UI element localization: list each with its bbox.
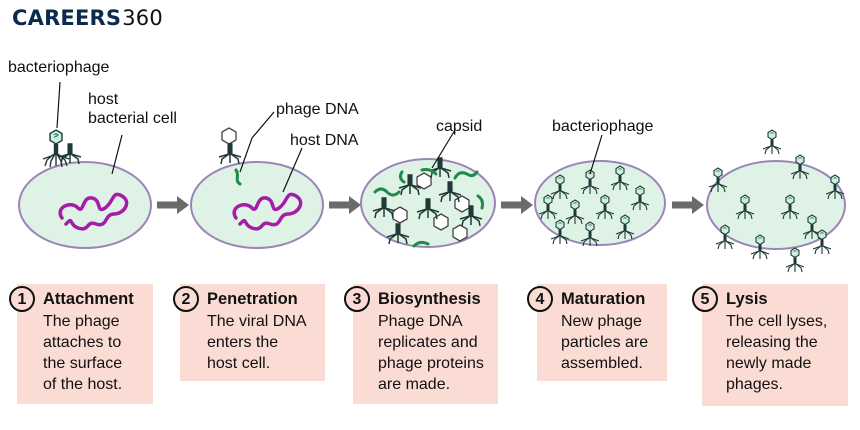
step-number-3: 3 — [344, 286, 370, 312]
step-box-3 — [353, 284, 498, 404]
step-title-2: Penetration — [207, 290, 298, 308]
host-dna-2 — [232, 192, 303, 231]
label-bacteriophage: bacteriophage — [8, 59, 110, 76]
step-number-2: 2 — [173, 286, 199, 312]
step-title-4: Maturation — [561, 290, 646, 308]
label-host-dna: host DNA — [290, 132, 359, 149]
arrow-right-icon — [329, 196, 361, 214]
step-box-4 — [537, 284, 667, 381]
step-number-1: 1 — [9, 286, 35, 312]
step-desc-1: The phage attaches to the surface of the… — [43, 313, 123, 393]
step-desc-2: The viral DNA enters the host cell. — [207, 313, 307, 372]
host-dna-1 — [58, 192, 129, 231]
step-desc-3: Phage DNA replicates and phage proteins … — [378, 313, 484, 393]
label-host-bacterial-cell: host bacterial cell — [88, 91, 177, 127]
step-title-3: Biosynthesis — [378, 290, 481, 308]
step-desc-4: New phage particles are assembled. — [561, 313, 649, 372]
phage-dna-injected — [234, 168, 242, 186]
step-title-5: Lysis — [726, 290, 768, 308]
step-number-4: 4 — [527, 286, 553, 312]
step-box-2 — [180, 284, 325, 381]
step-box-5 — [702, 284, 848, 406]
host-cell-4 — [534, 160, 666, 246]
label-capsid: capsid — [436, 118, 483, 135]
step-number-5: 5 — [692, 286, 718, 312]
step-desc-5: The cell lyses, releasing the newly made… — [726, 313, 828, 393]
arrow-right-icon — [157, 196, 189, 214]
arrow-right-icon — [501, 196, 533, 214]
step-title-1: Attachment — [43, 290, 134, 308]
brand-logo: CAREERS360 — [12, 6, 163, 30]
arrow-right-icon — [672, 196, 704, 214]
biosynthesis-contents — [372, 157, 484, 248]
label-bacteriophage-2: bacteriophage — [552, 118, 654, 135]
label-phage-dna: phage DNA — [276, 101, 359, 118]
step-box-1 — [17, 284, 153, 404]
